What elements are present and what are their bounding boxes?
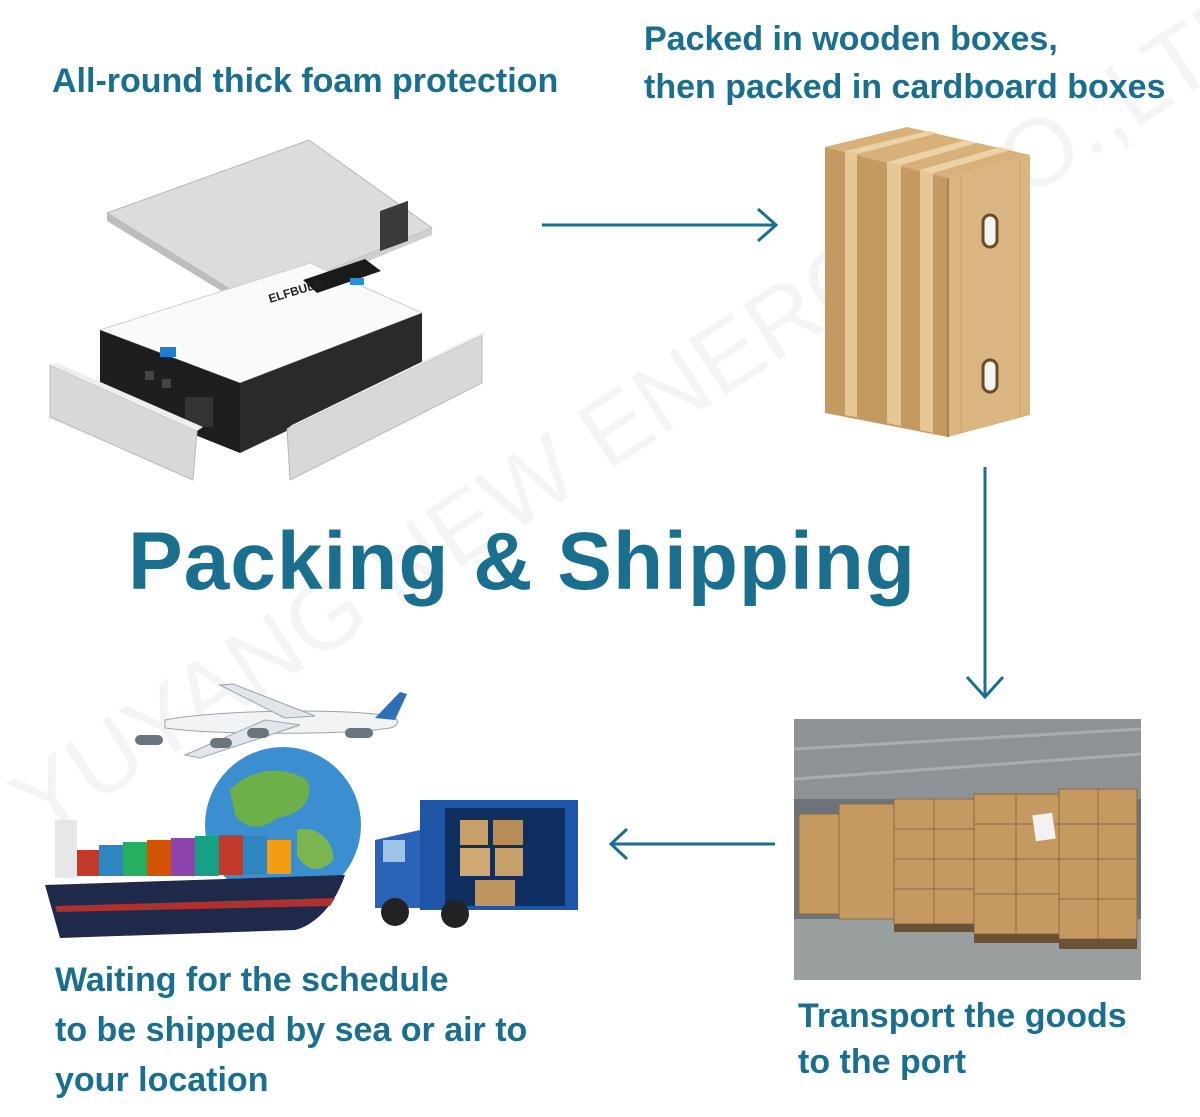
inverter-foam-illustration: ELFBULB: [49, 139, 485, 481]
step-port-line1: Transport the goods: [798, 997, 1127, 1035]
arrow-left-icon: [608, 827, 775, 861]
cargo-ship-icon: [45, 820, 345, 938]
step-wait-line2: to be shipped by sea or air to: [55, 1011, 528, 1049]
arrow-right-icon: [542, 207, 779, 243]
page-title: Packing & Shipping: [128, 516, 916, 607]
step-wait-line3: your location: [55, 1061, 269, 1099]
step-boxes-line2: then packed in cardboard boxes: [644, 68, 1166, 106]
warehouse-photo: [794, 719, 1141, 980]
step-foam-caption: All-round thick foam protection: [52, 60, 558, 103]
step-boxes-caption: Packed in wooden boxes, then packed in c…: [644, 15, 1165, 111]
step-boxes-line1: Packed in wooden boxes,: [644, 20, 1058, 58]
step-wait-line1: Waiting for the schedule: [55, 961, 449, 999]
wooden-box-illustration: [825, 127, 1030, 437]
step-foam-line1: All-round thick foam protection: [52, 62, 559, 100]
step-port-line2: to the port: [798, 1043, 967, 1081]
arrow-down-icon: [965, 467, 1005, 700]
truck-icon: [375, 800, 578, 928]
step-port-caption: Transport the goods to the port: [798, 993, 1127, 1085]
airplane-icon: [135, 683, 407, 759]
shipping-collage-illustration: [45, 683, 578, 938]
step-wait-caption: Waiting for the schedule to be shipped b…: [55, 955, 527, 1105]
